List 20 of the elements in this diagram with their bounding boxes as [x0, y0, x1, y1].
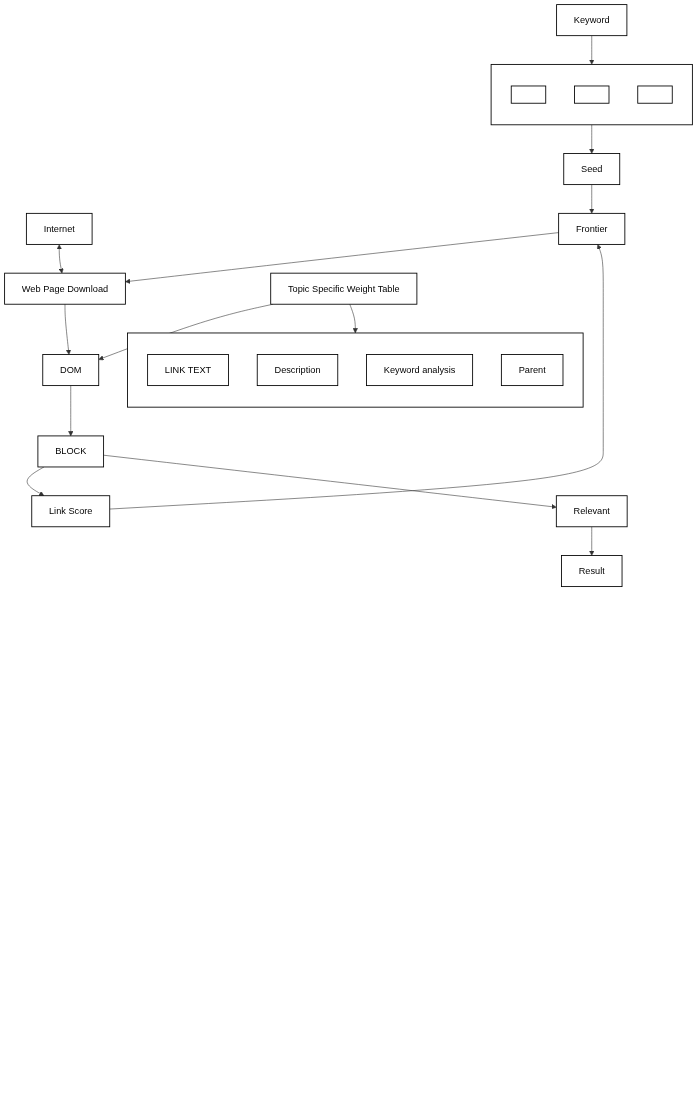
- node-box: Description: [256, 354, 339, 386]
- node-box: Parent: [500, 354, 564, 386]
- node-box: Web Page Download: [4, 272, 126, 305]
- node-box: BLOCK: [37, 435, 105, 468]
- node-box: [510, 85, 547, 104]
- node-box: DOM: [42, 354, 100, 386]
- node-box: Frontier: [558, 212, 626, 245]
- node-box: [574, 85, 610, 104]
- node-box: Topic Specific Weight Table: [270, 272, 418, 305]
- cluster: [490, 64, 693, 126]
- node-box: Keyword analysis: [366, 354, 474, 386]
- node-box: LINK TEXT: [147, 354, 229, 386]
- node-box: [637, 85, 673, 104]
- node-box: Keyword: [556, 4, 628, 37]
- node-box: Seed: [563, 153, 621, 186]
- node-box: Relevant: [555, 495, 628, 528]
- cluster: [127, 332, 584, 408]
- node-box: Internet: [25, 212, 93, 245]
- node-box: Link Score: [31, 495, 111, 528]
- node-box: Result: [561, 555, 623, 587]
